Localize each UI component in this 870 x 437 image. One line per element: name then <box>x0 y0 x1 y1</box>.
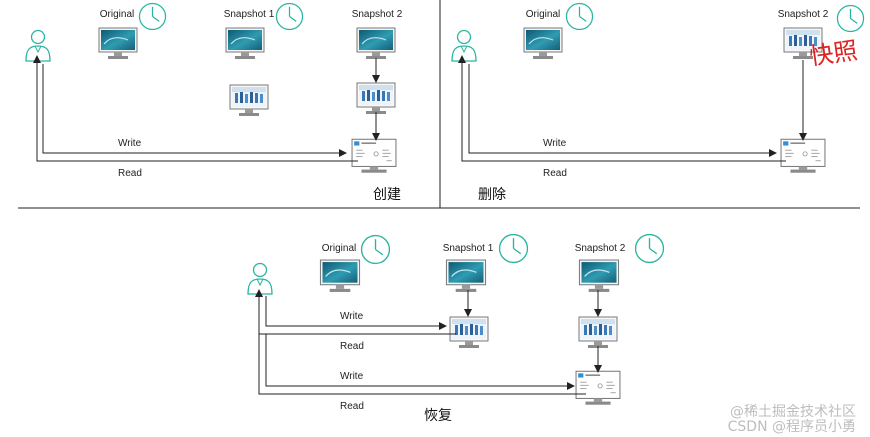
snapshot1-app-monitor-icon <box>449 316 489 349</box>
caption-create: 创建 <box>373 187 401 203</box>
clock-icon <box>360 234 391 265</box>
snapshot-stamp: 快照 <box>808 36 859 70</box>
snapshot1-app-monitor-icon <box>229 84 269 117</box>
snapshot1-monitor-icon <box>225 27 265 60</box>
write-arrow <box>42 64 347 157</box>
write-arrow-2 <box>265 334 575 390</box>
clock-icon <box>634 233 665 264</box>
clock-icon <box>836 4 865 33</box>
snapshot1-label: Snapshot 1 <box>224 9 275 20</box>
data-monitor-icon <box>351 138 397 174</box>
caption-delete: 删除 <box>478 187 506 203</box>
panel-restore: Original Snapshot 1 Snapshot 2 Write Rea… <box>247 233 665 424</box>
clock-icon <box>565 2 594 31</box>
panel-delete: Original Snapshot 2 快照 Write Read 删除 <box>451 2 865 203</box>
user-icon <box>247 262 273 295</box>
data-monitor-icon <box>575 370 621 406</box>
original-monitor-icon <box>523 27 563 60</box>
clock-icon <box>275 2 304 31</box>
read-arrow-2 <box>258 334 586 395</box>
write-label-2: Write <box>340 371 364 382</box>
original-label: Original <box>100 9 134 20</box>
read-label: Read <box>543 168 567 179</box>
panel-create: Original Snapshot 1 Snapshot 2 Write Rea… <box>25 2 403 203</box>
write-arrow-1 <box>265 296 447 330</box>
write-label: Write <box>543 138 567 149</box>
original-label: Original <box>526 9 560 20</box>
read-label-1: Read <box>340 341 364 352</box>
write-label: Write <box>118 138 142 149</box>
snapshot2-monitor-icon <box>578 259 620 293</box>
snapshot2-app-monitor-icon <box>356 82 396 115</box>
clock-icon <box>498 233 529 264</box>
snapshot2-label: Snapshot 2 <box>352 9 403 20</box>
caption-restore: 恢复 <box>424 407 452 424</box>
user-icon <box>451 29 477 62</box>
user-icon <box>25 29 51 62</box>
snapshot2-app-monitor-icon <box>578 316 618 349</box>
original-label: Original <box>322 243 356 254</box>
read-arrow <box>458 55 786 162</box>
snapshot1-label: Snapshot 1 <box>443 243 494 254</box>
watermark-line1: @稀土掘金技术社区 <box>730 404 856 420</box>
original-monitor-icon <box>319 259 361 293</box>
data-monitor-icon <box>780 138 826 174</box>
snapshot2-label: Snapshot 2 <box>575 243 626 254</box>
snapshot1-monitor-icon <box>445 259 487 293</box>
snapshot2-monitor-icon <box>356 27 396 60</box>
original-monitor-icon <box>98 27 138 60</box>
read-arrow <box>33 55 358 162</box>
watermark-line2: CSDN @程序员小勇 <box>728 419 856 435</box>
read-label-2: Read <box>340 401 364 412</box>
clock-icon <box>138 2 167 31</box>
read-label: Read <box>118 168 142 179</box>
snapshot2-label: Snapshot 2 <box>778 9 829 20</box>
write-arrow <box>468 64 777 157</box>
write-label-1: Write <box>340 311 364 322</box>
